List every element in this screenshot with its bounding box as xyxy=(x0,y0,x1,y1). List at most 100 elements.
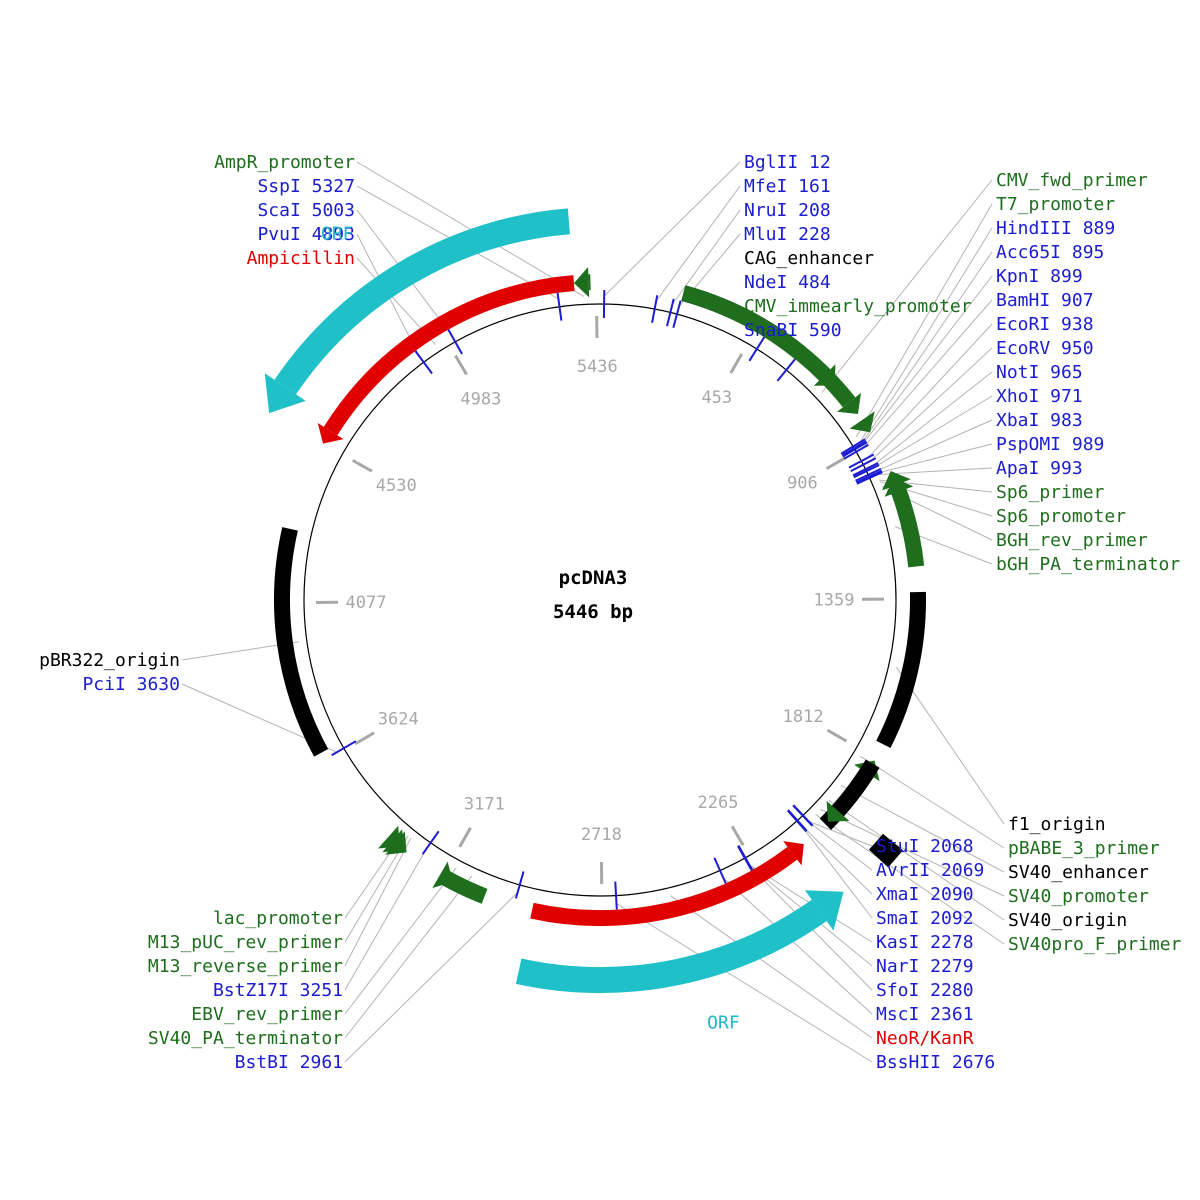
label-kasi-2278: KasI 2278 xyxy=(876,932,974,953)
site-mark-mfei xyxy=(651,295,659,324)
label-cmv-immearly-promoter: CMV_immearly_promoter xyxy=(744,296,972,317)
leader-sv40-enhancer xyxy=(840,784,1005,873)
feature-arrowhead-ampicillin xyxy=(317,422,344,444)
label-bsshii-2676: BssHII 2676 xyxy=(876,1052,995,1073)
leader-m13-reverse-primer xyxy=(344,837,412,967)
feature-arrowhead-ampr-promoter xyxy=(573,267,590,298)
leader-bamhi-907 xyxy=(862,299,993,449)
label-ecori-938: EcoRI 938 xyxy=(996,314,1094,335)
label-bgh-rev-primer: BGH_rev_primer xyxy=(996,530,1148,551)
site-mark-bsshii xyxy=(614,881,618,910)
site-mark-pvui xyxy=(414,350,433,375)
feature-arc-f1-origin xyxy=(876,591,926,749)
label-lac-promoter: lac_promoter xyxy=(213,908,343,929)
label-mfei-161: MfeI 161 xyxy=(744,176,831,197)
label-ndei-484: NdeI 484 xyxy=(744,272,831,293)
feature-arrowhead-sv40-promoter xyxy=(826,800,850,822)
leader-m13-puc-rev-primer xyxy=(344,835,409,943)
label-sspi-5327: SspI 5327 xyxy=(257,176,355,197)
feature-arrowhead-ebv-rev-primer xyxy=(432,861,453,888)
feature-arc-orf xyxy=(274,208,570,395)
label-cag-enhancer: CAG_enhancer xyxy=(744,248,874,269)
leader-f1-origin xyxy=(896,667,1005,825)
position-label: 906 xyxy=(787,474,818,494)
site-mark-scai xyxy=(447,329,463,355)
label-xhoi-971: XhoI 971 xyxy=(996,386,1083,407)
label-t7-promoter: T7_promoter xyxy=(996,194,1115,215)
label-bamhi-907: BamHI 907 xyxy=(996,290,1094,311)
site-mark-sspi xyxy=(556,292,563,321)
label-pbr322-origin: pBR322_origin xyxy=(39,650,180,671)
feature-arc-pbr322-origin xyxy=(274,527,329,757)
label-bgh-pa-terminator: bGH_PA_terminator xyxy=(996,554,1180,575)
site-mark-bstz17i xyxy=(421,830,440,855)
label-m13-puc-rev-primer: M13_pUC_rev_primer xyxy=(148,932,343,953)
leader-xmai-2090 xyxy=(802,826,873,895)
site-mark-ndei xyxy=(748,336,766,362)
feature-arrowhead-orf xyxy=(804,890,844,931)
leader-neor-kanr xyxy=(670,895,873,1039)
label-scai-5003: ScaI 5003 xyxy=(257,200,355,221)
label-m13-reverse-primer: M13_reverse_primer xyxy=(148,956,343,977)
leader-bglii-12 xyxy=(603,161,741,297)
leader-msci-2361 xyxy=(722,877,873,1015)
feature-arcs xyxy=(264,208,926,993)
label-sp6-primer: Sp6_primer xyxy=(996,482,1105,503)
label-ebv-rev-primer: EBV_rev_primer xyxy=(191,1004,343,1025)
position-label: 4077 xyxy=(346,593,387,613)
leader-acc65i-895 xyxy=(860,251,993,445)
leader-noti-965 xyxy=(872,371,993,467)
site-mark-smai xyxy=(786,809,808,833)
position-label: 5436 xyxy=(577,357,618,377)
label-xmai-2090: XmaI 2090 xyxy=(876,884,974,905)
leader-xhoi-971 xyxy=(873,395,993,469)
position-tick xyxy=(458,827,472,848)
position-label: 4983 xyxy=(460,390,501,410)
label-sfoi-2280: SfoI 2280 xyxy=(876,980,974,1001)
position-label: 453 xyxy=(701,388,732,408)
site-mark-noti xyxy=(852,462,879,477)
feature-arc-neor-kanr xyxy=(530,846,798,926)
label-sv40-origin: SV40_origin xyxy=(1008,910,1127,931)
label-xbai-983: XbaI 983 xyxy=(996,410,1083,431)
site-mark-apai xyxy=(856,471,883,485)
position-ticks: 5436453906135918122265271831713624407745… xyxy=(315,316,885,885)
site-mark-avrii xyxy=(792,804,814,827)
label-sp6-promoter: Sp6_promoter xyxy=(996,506,1126,527)
leader-xbai-983 xyxy=(875,419,993,472)
label-sv40pro-f-primer: SV40pro_F_primer xyxy=(1008,934,1182,955)
leader-bstbi-2961 xyxy=(344,892,518,1063)
position-label: 4530 xyxy=(376,476,417,496)
leader-ecori-938 xyxy=(868,323,993,458)
site-mark-snabi xyxy=(776,358,796,382)
site-mark-mlui xyxy=(672,300,682,328)
label-sv40-pa-terminator: SV40_PA_terminator xyxy=(148,1028,343,1049)
label-smai-2092: SmaI 2092 xyxy=(876,908,974,929)
label-ampicillin: Ampicillin xyxy=(247,248,355,269)
position-label: 1812 xyxy=(783,707,824,727)
label-bstz17i-3251: BstZ17I 3251 xyxy=(213,980,343,1001)
label-snabi-590: SnaBI 590 xyxy=(744,320,842,341)
label-apai-993: ApaI 993 xyxy=(996,458,1083,479)
leader-stui-2068 xyxy=(808,820,873,847)
leader-sv40-origin xyxy=(828,799,1005,921)
site-mark-msci xyxy=(713,857,727,884)
leader-bstz17i-3251 xyxy=(344,849,427,991)
restriction-site-marks xyxy=(331,290,883,910)
leader-kpni-899 xyxy=(861,275,993,446)
label-stui-2068: StuI 2068 xyxy=(876,836,974,857)
leader-pbabe-3-primer xyxy=(860,756,1005,849)
feature-arc-bgh-pa-terminator xyxy=(889,483,925,568)
position-tick xyxy=(729,353,744,374)
leader-mfei-161 xyxy=(655,185,741,302)
site-mark-hindiii xyxy=(840,438,866,455)
position-tick xyxy=(454,354,468,376)
site-mark-xbai xyxy=(855,467,882,482)
site-mark-pcii xyxy=(331,740,357,757)
feature-arrowhead-orf xyxy=(264,373,306,414)
site-mark-sfoi xyxy=(737,845,753,871)
label-acc65i-895: Acc65I 895 xyxy=(996,242,1104,263)
feature-arrowhead-cmv-immearly-promoter xyxy=(837,392,861,415)
